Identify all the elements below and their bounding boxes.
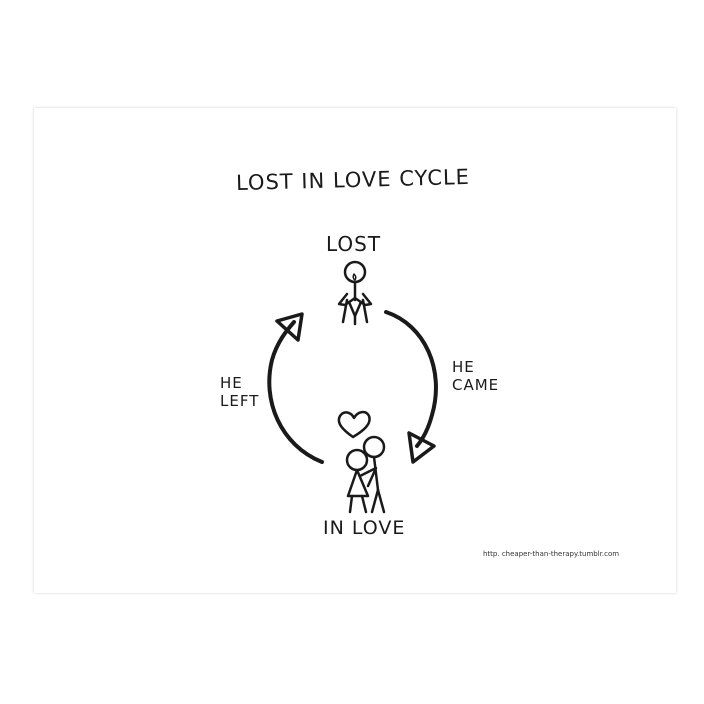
- edge-he-left-label: HE LEFT: [220, 374, 259, 410]
- arc-he-came: [384, 310, 438, 448]
- edge-he-came-line1: HE: [452, 358, 475, 376]
- edge-he-left-line2: LEFT: [220, 392, 260, 410]
- arrow-head-icon: [275, 312, 304, 342]
- couple-hugging-icon: [345, 435, 386, 514]
- node-lost-label: LOST: [326, 232, 382, 256]
- edge-he-came-line2: CAME: [452, 376, 500, 394]
- node-in-love-label: IN LOVE: [323, 517, 406, 539]
- heart-icon: [337, 410, 371, 439]
- arc-he-left: [267, 320, 324, 464]
- edge-he-left-line1: HE: [220, 374, 243, 392]
- stick-figure-sad: [337, 260, 373, 326]
- edge-he-came-label: HE CAME: [452, 358, 499, 394]
- arrow-head-icon: [407, 431, 436, 464]
- postcard: [34, 108, 676, 593]
- footer-url: http. cheaper-than-therapy.tumblr.com: [483, 550, 620, 558]
